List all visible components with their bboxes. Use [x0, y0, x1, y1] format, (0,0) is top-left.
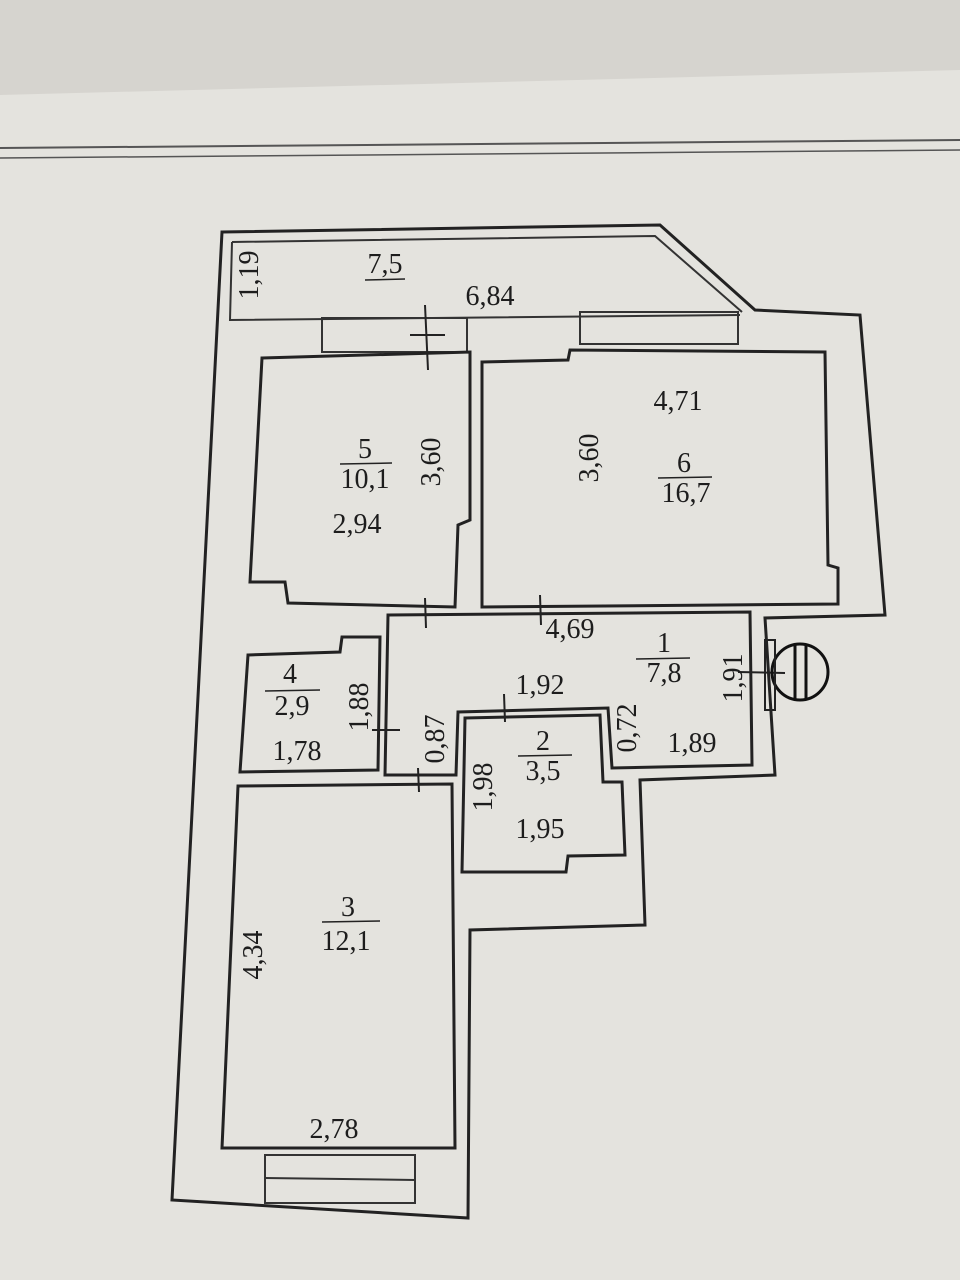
balcony-width: 1,19 [234, 251, 265, 300]
room-6-rule [657, 476, 713, 479]
room-1-dim-bottom: 1,89 [668, 728, 717, 759]
room-1-outline [383, 610, 754, 777]
room-4-dim-height: 1,88 [344, 683, 375, 732]
door-mark [737, 671, 786, 674]
room-1-dim-length: 4,69 [546, 614, 595, 645]
room-3-rule [321, 920, 381, 923]
room-2-number: 2 [536, 726, 550, 757]
room-4-dim-width: 1,78 [273, 736, 322, 767]
room-4-rule [264, 689, 321, 692]
room-1-dim-height: 1,91 [718, 654, 749, 703]
room-1-rule [635, 657, 691, 660]
door-mark [424, 597, 427, 629]
sheet-border-line-2 [0, 149, 960, 159]
balcony-inner-wall [228, 234, 743, 322]
room-3-dim-width: 2,78 [310, 1114, 359, 1145]
room-4-outline [238, 635, 382, 774]
room-5-number: 5 [358, 434, 372, 465]
sheet-border-line [0, 139, 960, 149]
entrance-symbol-icon [764, 639, 830, 711]
room-3-number: 3 [341, 892, 355, 923]
room-2-rule [517, 754, 573, 757]
room-6-area: 16,7 [662, 478, 711, 509]
room-6-outline [480, 348, 840, 609]
door-mark [539, 594, 542, 626]
window-room3-mid [264, 1177, 416, 1181]
window-room5 [321, 317, 468, 353]
room-1-dim-side: 0,72 [612, 704, 643, 753]
room-6-number: 6 [677, 448, 691, 479]
room-2-dim-width: 1,95 [516, 814, 565, 845]
door-mark [424, 304, 429, 371]
room-4-number: 4 [283, 659, 297, 690]
room-6-dim-width: 4,71 [654, 386, 703, 417]
room-3-outline [220, 782, 457, 1150]
room-5-dim-length: 3,60 [416, 438, 447, 487]
balcony-length: 6,84 [466, 281, 515, 312]
room-2-outline [460, 713, 627, 874]
room-2-dim-height: 1,98 [468, 763, 499, 812]
balcony-area: 7,5 [368, 249, 403, 280]
window-room6 [579, 311, 739, 345]
room-3-area: 12,1 [322, 926, 371, 957]
room-2-area: 3,5 [526, 756, 561, 787]
room-5-area: 10,1 [341, 464, 390, 495]
room-4-area: 2,9 [275, 691, 310, 722]
room-5-outline [248, 350, 472, 609]
room-3-dim-height: 4,34 [238, 931, 269, 980]
room-1-area: 7,8 [647, 658, 682, 689]
outer-wall [170, 223, 887, 1220]
door-mark [417, 767, 420, 793]
room-6-dim-length: 3,60 [574, 434, 605, 483]
balcony-underline [364, 278, 406, 281]
door-mark [503, 693, 506, 723]
room-1-number: 1 [657, 628, 671, 659]
room-5-rule [339, 462, 393, 465]
room-1-dim-passage: 1,92 [516, 670, 565, 701]
room-5-dim-width: 2,94 [333, 509, 382, 540]
door-gap-dim: 0,87 [420, 715, 451, 764]
paper-sheet [0, 70, 960, 1280]
